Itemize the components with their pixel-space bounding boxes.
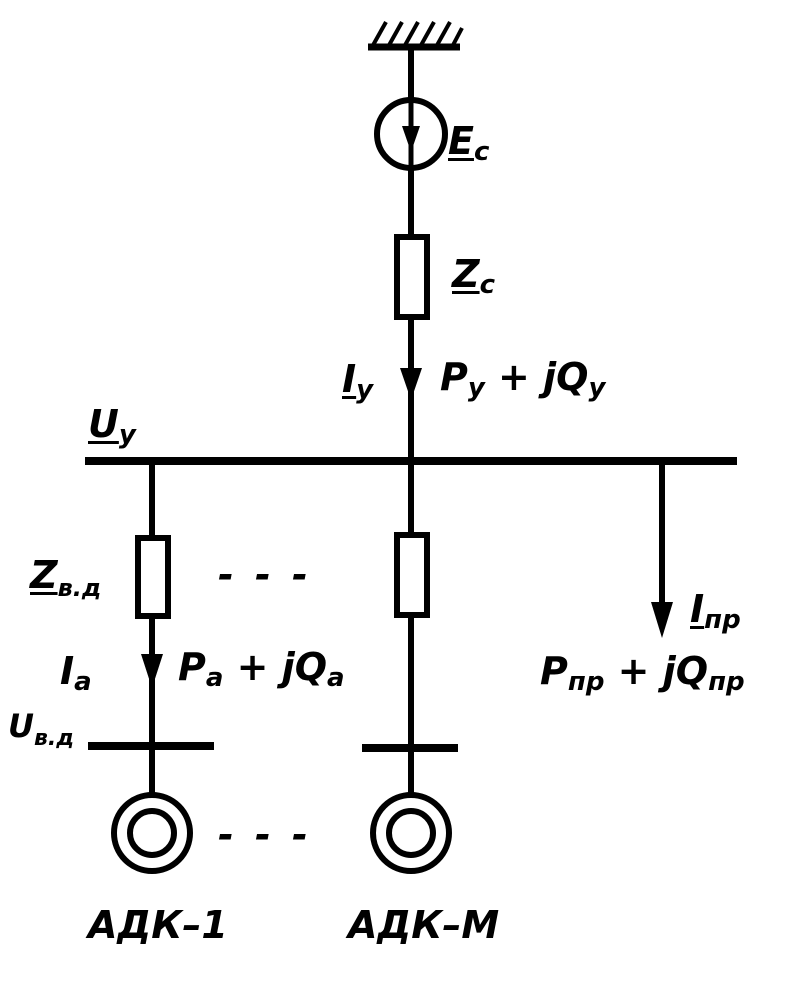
motor-m-inner-circle bbox=[386, 808, 436, 858]
motor-voltage-label: Uв.д bbox=[8, 707, 75, 751]
motor-1-inner-circle bbox=[127, 808, 177, 858]
ground-hatch bbox=[370, 21, 464, 48]
motor-1-impedance-box bbox=[135, 535, 171, 619]
node-current-arrowhead bbox=[400, 368, 422, 400]
motor-m-impedance-box bbox=[394, 532, 430, 618]
line-impedance-label: Zв.д bbox=[30, 553, 102, 602]
motor-power-label: Pa + jQa bbox=[178, 645, 345, 693]
motor-current-label: Ia bbox=[60, 649, 92, 697]
motor-m-name: АДК–М bbox=[348, 903, 500, 947]
load-current-arrowhead bbox=[651, 602, 673, 638]
node-current-label: Iy bbox=[342, 357, 374, 405]
node-voltage-label: Uy bbox=[88, 402, 136, 450]
motor-m-outer-circle bbox=[370, 792, 452, 874]
motor-current-arrowhead bbox=[141, 654, 163, 688]
load-power-label: Pпр + jQпр bbox=[540, 649, 745, 697]
source-arrowhead bbox=[402, 126, 420, 152]
source-impedance-box bbox=[394, 234, 430, 320]
node-power-label: Py + jQy bbox=[440, 355, 606, 403]
branch-ellipsis-dashes: - - - bbox=[218, 553, 312, 597]
motor-ellipsis-dashes: - - - bbox=[218, 813, 312, 857]
load-current-label: Iпр bbox=[690, 587, 741, 635]
motor-1-name: АДК–1 bbox=[88, 903, 228, 947]
source-emf-label: Ec bbox=[448, 119, 490, 167]
motor-1-outer-circle bbox=[111, 792, 193, 874]
source-impedance-label: Zc bbox=[452, 252, 495, 300]
